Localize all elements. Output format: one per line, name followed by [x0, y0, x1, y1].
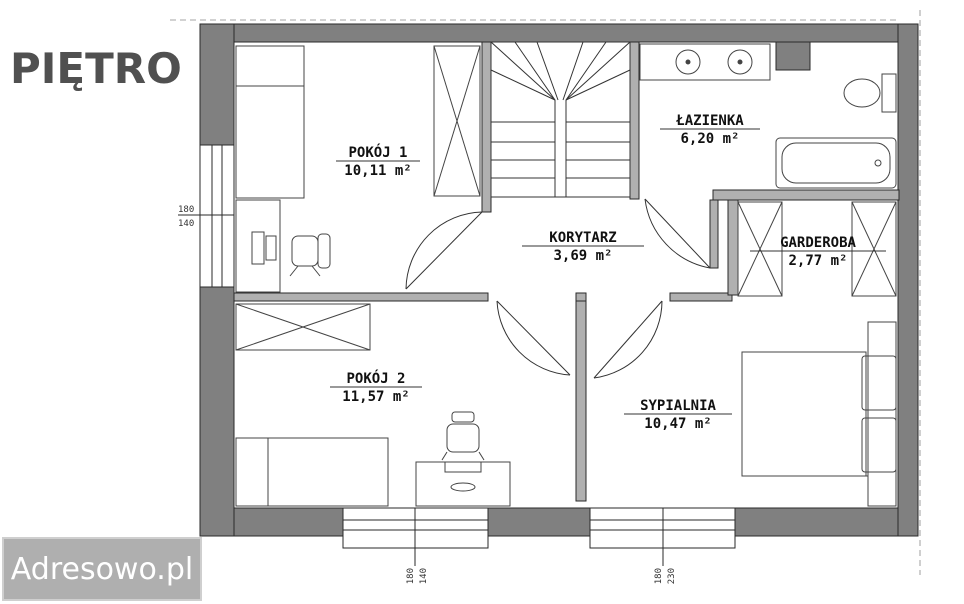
room-area-sypialnia: 10,47 m² — [644, 416, 711, 432]
dimension-guides — [170, 10, 921, 575]
window-width-label: 180 — [654, 568, 664, 584]
floor-title: PIĘTRO — [10, 44, 182, 93]
window-width-label: 180 — [178, 205, 194, 215]
watermark-text: Adresowo.pl — [10, 551, 194, 587]
window-label-pokoj1: 180 140 — [178, 205, 194, 229]
room-name-korytarz: KORYTARZ — [549, 230, 616, 246]
room-area-pokoj2: 11,57 m² — [342, 389, 409, 405]
window-height-label: 230 — [667, 568, 677, 584]
label-underlines — [330, 128, 886, 415]
wardrobe-units — [737, 201, 897, 297]
window-width-label: 180 — [406, 568, 416, 584]
inner-walls — [233, 41, 900, 502]
window-pokoj1 — [178, 144, 235, 288]
furniture-pokoj2 — [235, 303, 511, 507]
room-name-pokoj1: POKÓJ 1 — [348, 143, 407, 161]
room-area-pokoj1: 10,11 m² — [344, 163, 411, 179]
doors — [405, 198, 711, 379]
room-area-garderoba: 2,77 m² — [788, 253, 847, 269]
room-area-korytarz: 3,69 m² — [553, 248, 612, 264]
furniture-pokoj1 — [235, 45, 481, 293]
window-pokoj2 — [342, 507, 489, 566]
bed — [741, 321, 897, 507]
room-name-sypialnia: SYPIALNIA — [640, 398, 716, 414]
window-label-pokoj2: 180 140 — [406, 568, 429, 584]
window-height-label: 140 — [419, 568, 429, 584]
room-area-lazienka: 6,20 m² — [680, 131, 739, 147]
room-name-pokoj2: POKÓJ 2 — [346, 369, 405, 387]
room-name-garderoba: GARDEROBA — [780, 235, 856, 251]
room-name-lazienka: ŁAZIENKA — [675, 113, 744, 129]
window-label-sypialnia: 180 230 — [654, 568, 677, 584]
staircase — [490, 41, 631, 198]
window-height-label: 140 — [178, 219, 194, 229]
watermark-logo: Adresowo.pl — [2, 537, 202, 601]
bathroom-fixtures — [639, 41, 897, 189]
window-sypialnia — [589, 507, 736, 566]
